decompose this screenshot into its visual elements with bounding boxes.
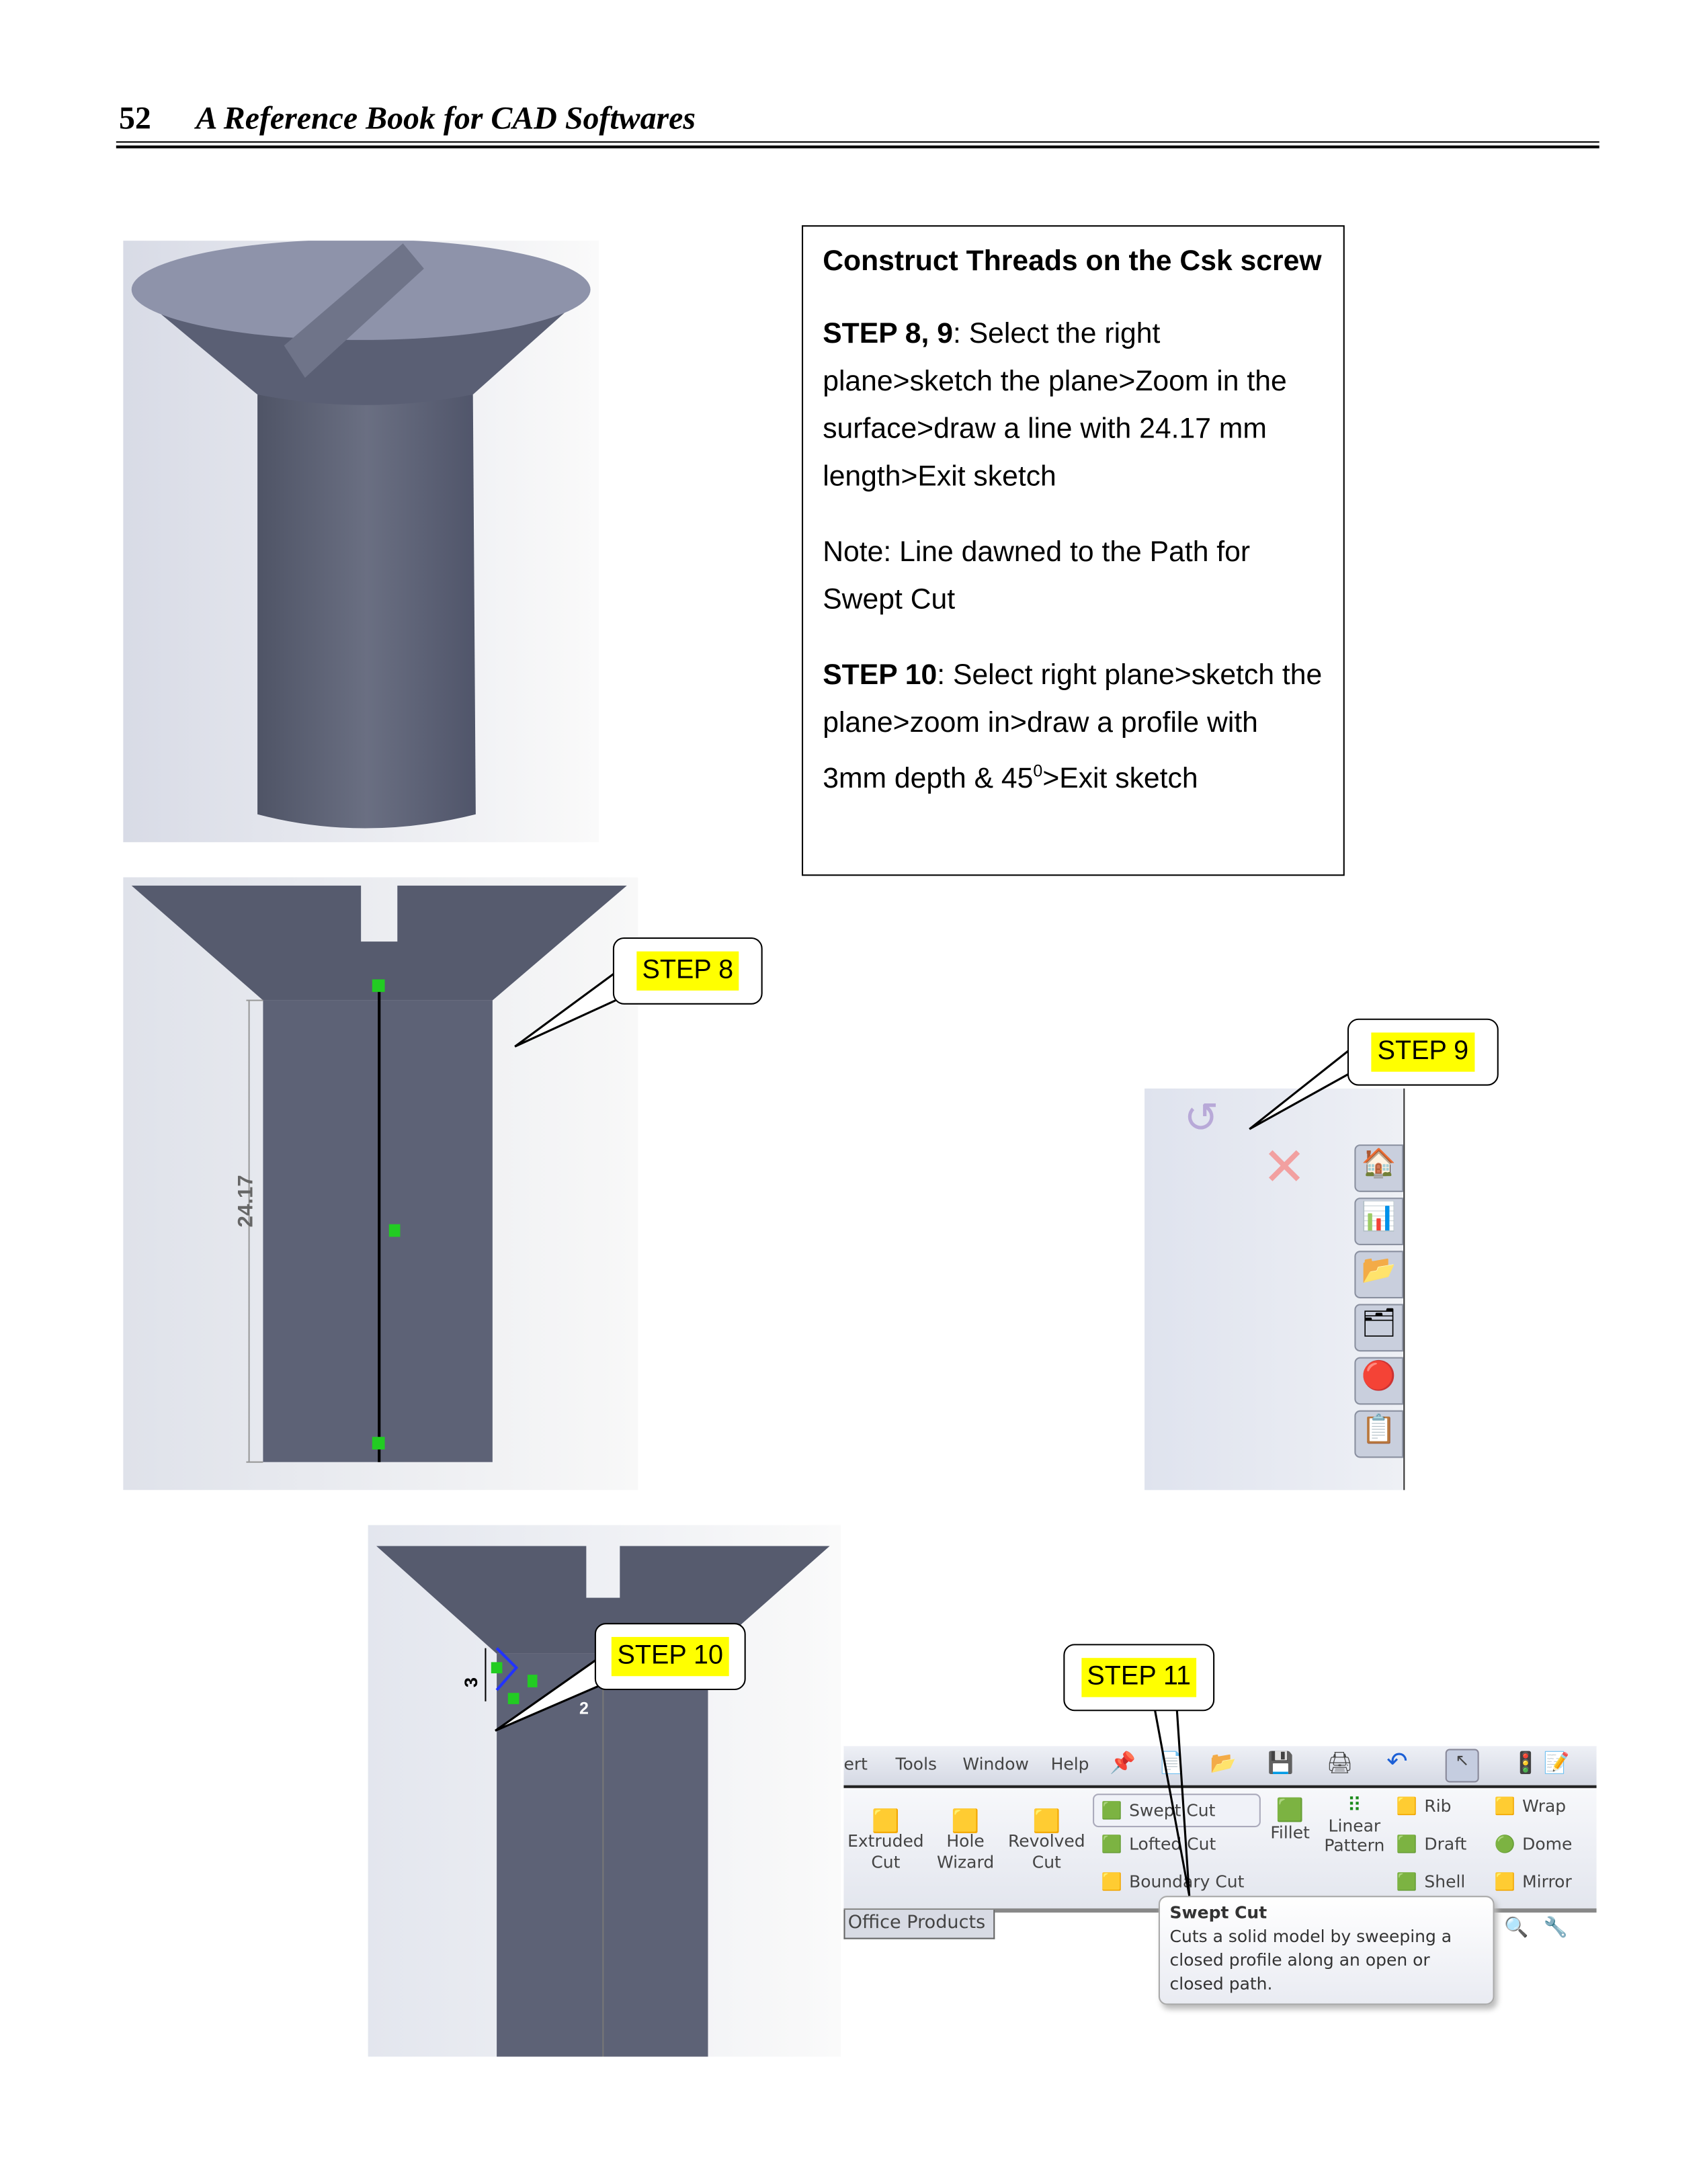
book-title: A Reference Book for CAD Softwares	[196, 100, 696, 136]
solidworks-command-manager: ert Tools Window Help 📌 📄 📂 💾 🖨 ↶ ↖ 🚦 📝 …	[843, 1746, 1597, 1939]
boundary-cut-button[interactable]: 🟨Boundary Cut	[1101, 1872, 1245, 1892]
hole-wizard-label: Hole Wizard	[936, 1831, 995, 1872]
length-dimension: 24.17	[234, 1175, 258, 1228]
screw-profile-sketch-figure	[368, 1525, 841, 2057]
rib-button[interactable]: 🟨Rib	[1396, 1796, 1452, 1816]
design-library-icon[interactable]: 📊	[1354, 1198, 1404, 1245]
tooltip-text: Cuts a solid model by sweeping a closed …	[1169, 1926, 1452, 1994]
instruction-box: Construct Threads on the Csk screw STEP …	[801, 225, 1345, 876]
file-explorer-icon[interactable]: 📂	[1354, 1251, 1404, 1299]
draft-button[interactable]: 🟩Draft	[1396, 1834, 1467, 1854]
step-8-callout: STEP 8	[612, 937, 763, 1005]
solidworks-side-panel: ↺ ✕ 🏠 📊 📂 🗂 🔴 📋	[1144, 1088, 1405, 1490]
shell-label: Shell	[1424, 1872, 1466, 1892]
mirror-button[interactable]: 🟨Mirror	[1494, 1872, 1572, 1892]
degree-sup: 0	[1033, 761, 1043, 781]
appearances-icon[interactable]: 🔴	[1354, 1357, 1404, 1405]
draft-label: Draft	[1424, 1834, 1467, 1854]
screw-isometric-figure	[123, 241, 599, 843]
view-palette-icon[interactable]: 🗂	[1354, 1304, 1404, 1352]
linear-pattern-button[interactable]: ⠿Linear Pattern	[1319, 1796, 1389, 1855]
step-10-text: STEP 10: Select right plane>sketch the p…	[823, 652, 1323, 802]
rib-label: Rib	[1424, 1796, 1452, 1816]
step-10-body: : Select right plane>sketch the plane>zo…	[823, 659, 1323, 795]
fillet-button[interactable]: 🟩Fillet	[1266, 1796, 1314, 1843]
extruded-cut-label: Extruded Cut	[847, 1831, 924, 1872]
dome-label: Dome	[1522, 1834, 1573, 1854]
callout-pointer	[1249, 1048, 1351, 1130]
menu-window[interactable]: Window	[962, 1754, 1029, 1774]
wrap-button[interactable]: 🟨Wrap	[1494, 1796, 1567, 1816]
tools-icon[interactable]: 🔧	[1543, 1917, 1568, 1939]
fillet-label: Fillet	[1270, 1822, 1310, 1843]
extruded-cut-button[interactable]: 🟨Extruded Cut	[847, 1810, 925, 1874]
swept-cut-button[interactable]: 🟩Swept Cut	[1093, 1794, 1261, 1828]
linear-pattern-label: Linear Pattern	[1324, 1816, 1385, 1855]
callout-pointer	[1153, 1706, 1191, 1896]
shell-button[interactable]: 🟩Shell	[1396, 1872, 1466, 1892]
step-8-9-text: STEP 8, 9: Select the right plane>sketch…	[823, 310, 1323, 501]
menu-help[interactable]: Help	[1050, 1754, 1089, 1774]
print-icon[interactable]: 🖨	[1326, 1750, 1354, 1776]
undo-icon[interactable]: ↶	[1386, 1747, 1408, 1777]
features-ribbon: 🟨Extruded Cut 🟨Hole Wizard 🟨Revolved Cut…	[843, 1785, 1597, 1913]
dome-button[interactable]: 🟢Dome	[1494, 1834, 1573, 1854]
step-8-9-body: : Select the right plane>sketch the plan…	[823, 317, 1287, 493]
menu-bar: ert Tools Window Help 📌 📄 📂 💾 🖨 ↶ ↖ 🚦 📝	[843, 1746, 1597, 1786]
revolved-cut-label: Revolved Cut	[1008, 1831, 1085, 1872]
step-8-label: STEP 8	[636, 951, 739, 991]
header-rule	[116, 145, 1599, 149]
custom-properties-icon[interactable]: 📋	[1354, 1410, 1404, 1458]
step-9-label: STEP 9	[1372, 1032, 1474, 1072]
mirror-label: Mirror	[1522, 1872, 1572, 1892]
menu-tools[interactable]: Tools	[895, 1754, 938, 1774]
rebuild-traffic-light-icon[interactable]: 🚦	[1512, 1750, 1539, 1776]
linear-pattern-icon: ⠿	[1347, 1795, 1362, 1818]
save-icon[interactable]: 💾	[1267, 1750, 1294, 1776]
revolved-cut-button[interactable]: 🟨Revolved Cut	[1006, 1810, 1087, 1874]
pin-icon[interactable]: 📌	[1110, 1750, 1136, 1776]
step-11-label: STEP 11	[1081, 1658, 1197, 1697]
swept-cut-tooltip: Swept Cut Cuts a solid model by sweeping…	[1158, 1896, 1495, 2005]
task-pane-tabs: 🏠 📊 📂 🗂 🔴 📋	[1354, 1144, 1404, 1458]
tab-office-products[interactable]: Office Products	[843, 1909, 995, 1939]
header-rule	[116, 141, 1599, 143]
home-icon[interactable]: 🏠	[1354, 1144, 1404, 1192]
lofted-cut-label: Lofted Cut	[1129, 1834, 1216, 1854]
menu-insert[interactable]: ert	[843, 1754, 868, 1774]
cancel-x-icon[interactable]: ✕	[1261, 1138, 1307, 1198]
hole-wizard-button[interactable]: 🟨Hole Wizard	[931, 1810, 1001, 1874]
tooltip-title: Swept Cut	[1169, 1902, 1267, 1923]
revolved-cut-icon: 🟨	[1032, 1807, 1061, 1835]
page-number: 52	[118, 100, 151, 136]
file-properties-icon[interactable]: 📝	[1543, 1750, 1570, 1776]
note-text: Note: Line dawned to the Path for Swept …	[823, 536, 1251, 616]
select-cursor-icon[interactable]: ↖	[1445, 1749, 1479, 1783]
zoom-icon[interactable]: 🔍	[1504, 1917, 1529, 1939]
instruction-title: Construct Threads on the Csk screw	[823, 245, 1322, 278]
screw-sketch-line-figure	[123, 877, 638, 1490]
step-11-callout: STEP 11	[1063, 1644, 1215, 1712]
rebuild-exit-sketch-icon[interactable]: ↺	[1183, 1095, 1219, 1142]
step-10-body-end: >Exit sketch	[1042, 762, 1198, 795]
extruded-cut-icon: 🟨	[872, 1807, 900, 1835]
fillet-icon: 🟩	[1276, 1796, 1304, 1823]
hole-wizard-icon: 🟨	[951, 1807, 980, 1835]
step-10-callout: STEP 10	[594, 1623, 746, 1691]
callout-pointer	[514, 971, 617, 1048]
open-folder-icon[interactable]: 📂	[1210, 1750, 1237, 1776]
angle-dimension: 2	[579, 1698, 589, 1718]
wrap-label: Wrap	[1522, 1796, 1567, 1816]
callout-pointer	[495, 1656, 599, 1732]
lofted-cut-button[interactable]: 🟩Lofted Cut	[1101, 1834, 1216, 1854]
step-8-9-label: STEP 8, 9	[823, 317, 953, 350]
step-10-label: STEP 10	[823, 659, 938, 691]
step-10-label: STEP 10	[612, 1636, 729, 1677]
depth-dimension: 3	[460, 1677, 482, 1688]
step-9-callout: STEP 9	[1347, 1018, 1499, 1086]
